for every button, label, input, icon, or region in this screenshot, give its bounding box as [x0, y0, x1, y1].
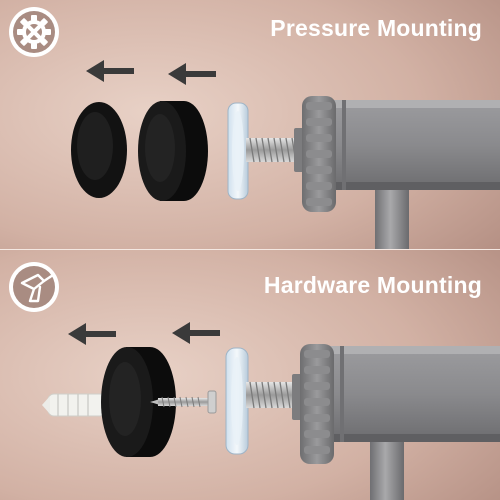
pressure-mounting-title: Pressure Mounting [270, 15, 482, 41]
pressure-mounting-scene [0, 0, 500, 250]
gate-vertical-post [375, 180, 409, 250]
wall-anchor [42, 393, 107, 417]
gate-horizontal-tube [328, 346, 500, 442]
adjuster-knob [300, 344, 334, 464]
pressure-mounting-panel: Pressure Mounting [0, 0, 500, 250]
gate-vertical-post [370, 436, 404, 500]
adjuster-knob [302, 96, 336, 212]
left-arrow-icon [86, 60, 134, 82]
power-drill-icon [8, 261, 60, 313]
wood-screw [150, 390, 217, 414]
hardware-mounting-title: Hardware Mounting [263, 272, 482, 298]
threaded-screw [246, 381, 296, 409]
clear-pad [225, 347, 249, 455]
hardware-mounting-panel: Hardware Mounting [0, 250, 500, 500]
left-arrow-icon [68, 323, 116, 345]
gear-wrench-icon [8, 6, 60, 58]
rubber-cap [101, 347, 176, 457]
left-arrow-icon [168, 63, 216, 85]
hardware-mounting-scene [0, 250, 500, 500]
rubber-cap [138, 101, 208, 201]
threaded-screw [246, 137, 298, 163]
clear-pad [227, 102, 249, 200]
left-arrow-icon [172, 322, 220, 344]
gate-horizontal-tube [330, 100, 500, 190]
